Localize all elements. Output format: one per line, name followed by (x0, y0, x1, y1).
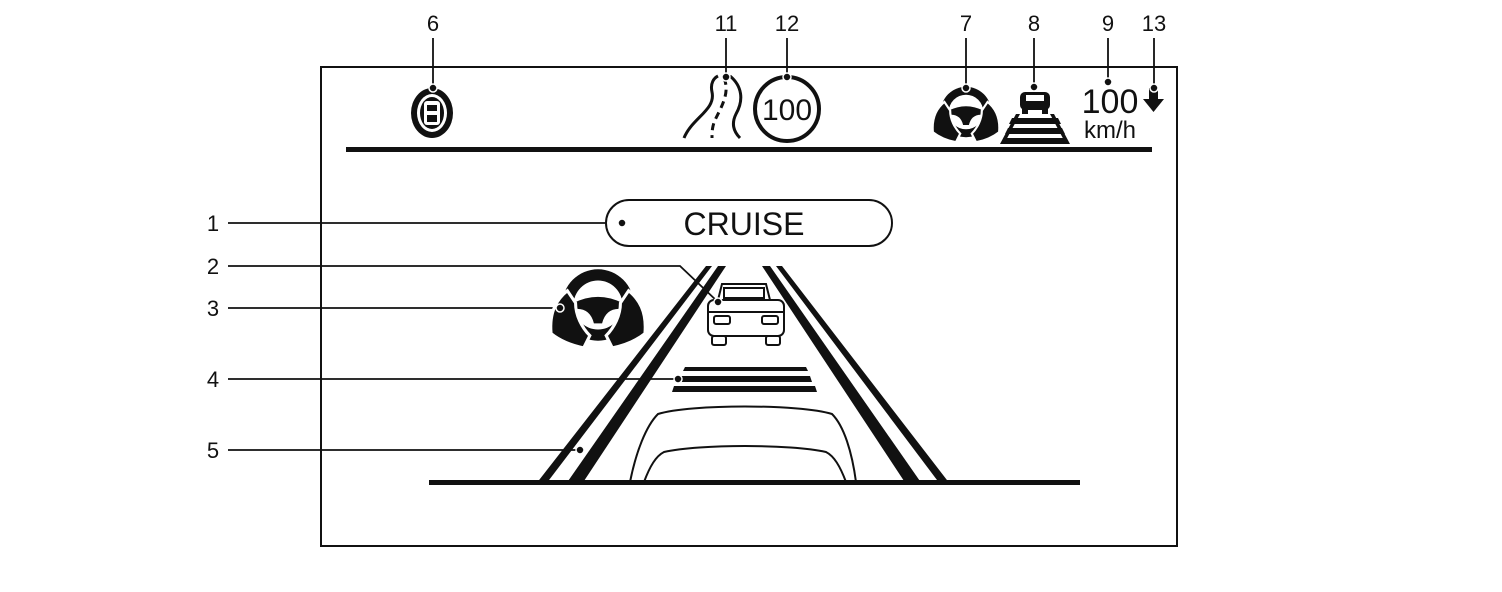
own-vehicle-icon (629, 405, 857, 483)
lane-markers-icon (536, 266, 950, 484)
hands-on-wheel-large-icon (549, 269, 647, 350)
top-divider-bar (346, 147, 1152, 152)
set-speed-unit: km/h (1084, 117, 1136, 144)
cruise-label: CRUISE (684, 206, 805, 242)
set-speed-value: 100 (1082, 83, 1139, 121)
speed-limit-sign-icon: 100 (753, 75, 821, 143)
leader-dots (428, 72, 1159, 455)
display-frame (320, 66, 1178, 547)
hands-on-wheel-icon (931, 86, 1001, 144)
callout-9: 9 (1102, 11, 1114, 36)
leader-lines-top (432, 38, 1155, 88)
callout-4: 4 (207, 367, 219, 392)
ground-line (429, 480, 1080, 485)
callout-5: 5 (207, 438, 219, 463)
speed-limit-value: 100 (762, 94, 812, 127)
callout-12: 12 (775, 11, 799, 36)
lead-vehicle-icon (707, 283, 785, 346)
distance-setting-icon (1000, 92, 1070, 144)
callout-3: 3 (207, 296, 219, 321)
callout-6: 6 (427, 11, 439, 36)
callout-7: 7 (960, 11, 972, 36)
callout-13: 13 (1142, 11, 1166, 36)
cruise-status-pill: CRUISE (605, 199, 893, 247)
callout-11: 11 (715, 11, 738, 36)
callout-1: 1 (207, 211, 219, 236)
callout-2: 2 (207, 254, 219, 279)
winding-road-icon (682, 74, 743, 140)
front-sensor-icon (411, 88, 453, 138)
distance-bars-icon (672, 367, 817, 392)
callout-8: 8 (1028, 11, 1040, 36)
down-arrow-icon (1143, 88, 1164, 112)
leader-lines-left (228, 222, 719, 451)
